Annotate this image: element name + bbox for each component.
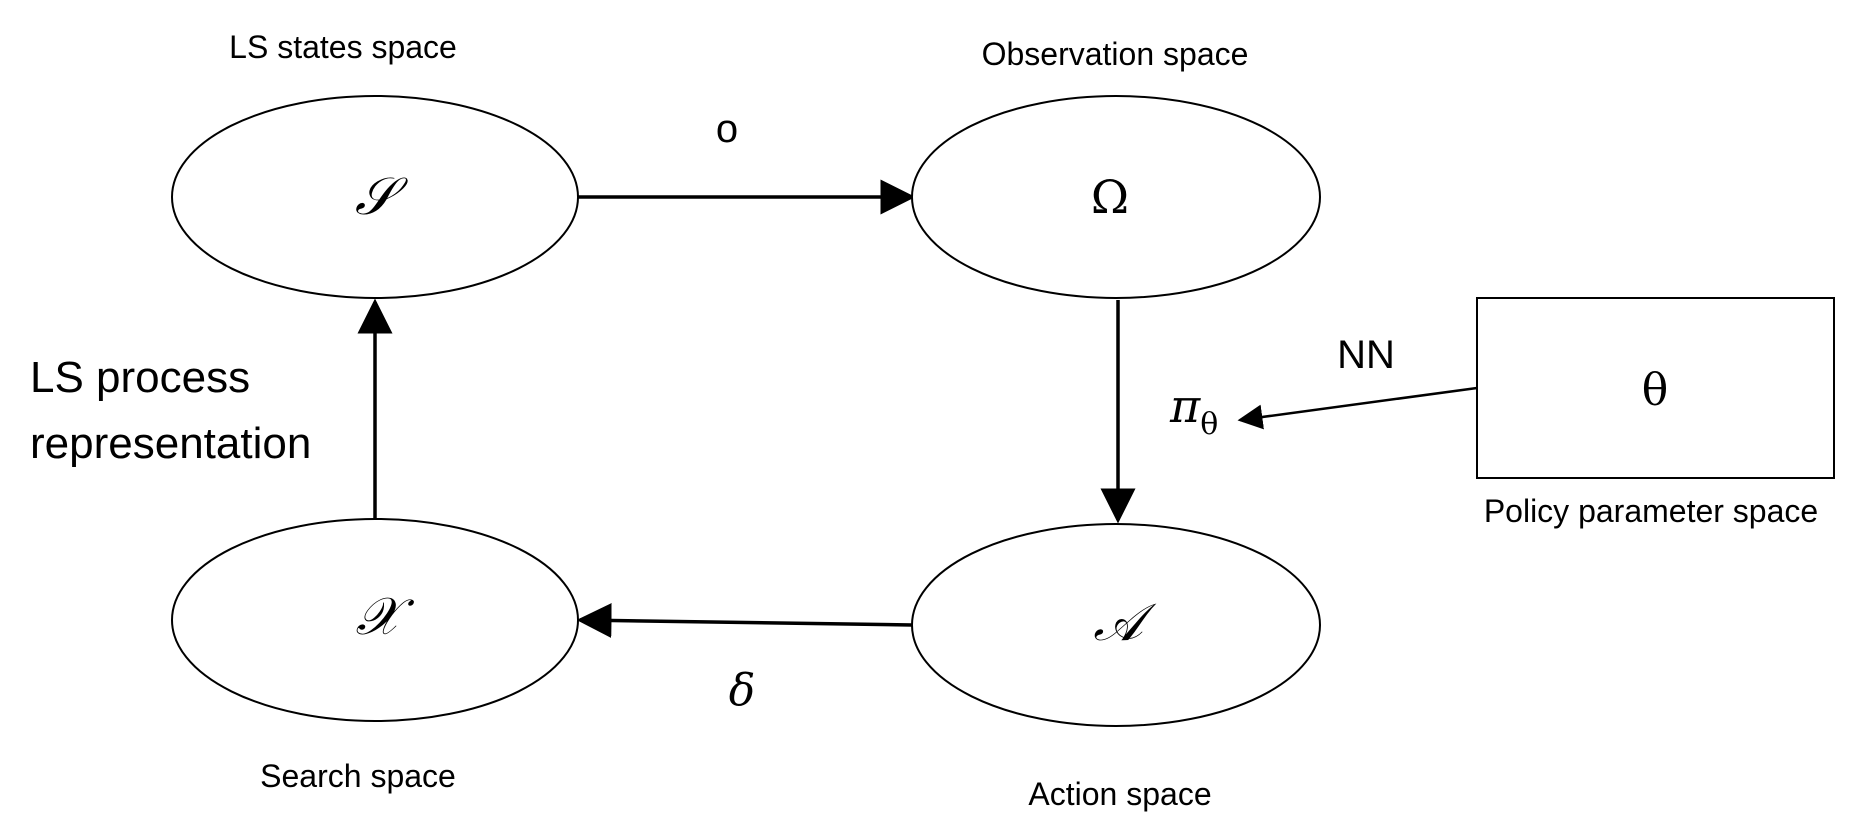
edge-action-to-search <box>576 602 913 638</box>
observation-caption: Observation space <box>982 36 1249 72</box>
search-caption: Search space <box>260 758 456 794</box>
edge-label-ls-process: LS process <box>30 353 250 402</box>
edge-policy-to-pi <box>1237 386 1478 430</box>
pi-subscript: θ <box>1200 407 1218 442</box>
node-search-ellipse <box>171 518 579 722</box>
action-caption: Action space <box>1028 776 1211 812</box>
edge-label-nn: NN <box>1337 333 1395 377</box>
observation-symbol: Ω <box>1091 170 1129 224</box>
pi-theta-label: πθ <box>1169 379 1218 442</box>
node-observation-ellipse <box>911 95 1321 299</box>
node-action-ellipse <box>911 523 1321 727</box>
states-caption: LS states space <box>229 29 457 65</box>
edge-label-o: o <box>716 107 738 151</box>
policy-symbol: θ <box>1642 365 1669 416</box>
node-states-ellipse <box>171 95 579 299</box>
policy-caption: Policy parameter space <box>1484 493 1818 529</box>
edge-label-delta: δ <box>729 665 756 716</box>
edge-label-representation: representation <box>30 419 311 468</box>
node-policy-box <box>1476 297 1835 479</box>
pi-symbol: π <box>1169 379 1201 433</box>
